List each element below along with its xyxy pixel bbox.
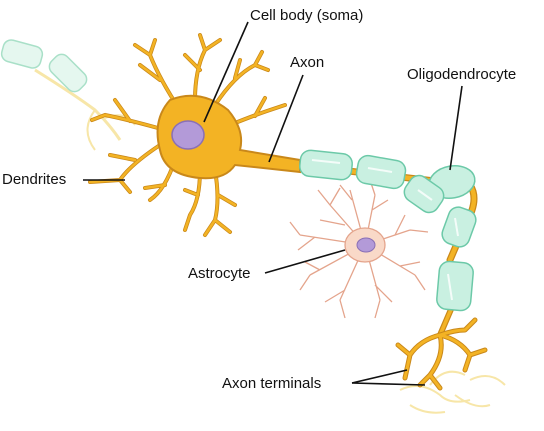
faded-upstream-axon (0, 39, 136, 151)
faded-downstream-terminals (399, 370, 506, 414)
cell-body (156, 94, 301, 180)
myelin-sheaths (299, 149, 477, 312)
axon-label: Axon (290, 54, 325, 71)
astrocyte-label: Astrocyte (188, 265, 251, 282)
axon-leader (268, 74, 304, 163)
axon-terminals-leader-1 (351, 369, 408, 384)
axon-terminals-label: Axon terminals (222, 375, 322, 392)
nucleus (171, 120, 205, 150)
cell-body-leader (203, 21, 249, 123)
leader-lines (83, 21, 463, 386)
myelin-highlights (311, 159, 459, 301)
astrocyte-leader (264, 249, 346, 274)
axon-terminals-leader-2 (351, 382, 426, 386)
dendrites-label: Dendrites (2, 171, 67, 188)
neuron-dendrites-fill (88, 33, 287, 237)
oligodendrocyte-leader (449, 85, 463, 171)
oligodendrocyte-label: Oligodendrocyte (407, 66, 517, 83)
cell-body-label: Cell body (soma) (250, 7, 364, 24)
astrocyte-nucleus (356, 237, 376, 253)
